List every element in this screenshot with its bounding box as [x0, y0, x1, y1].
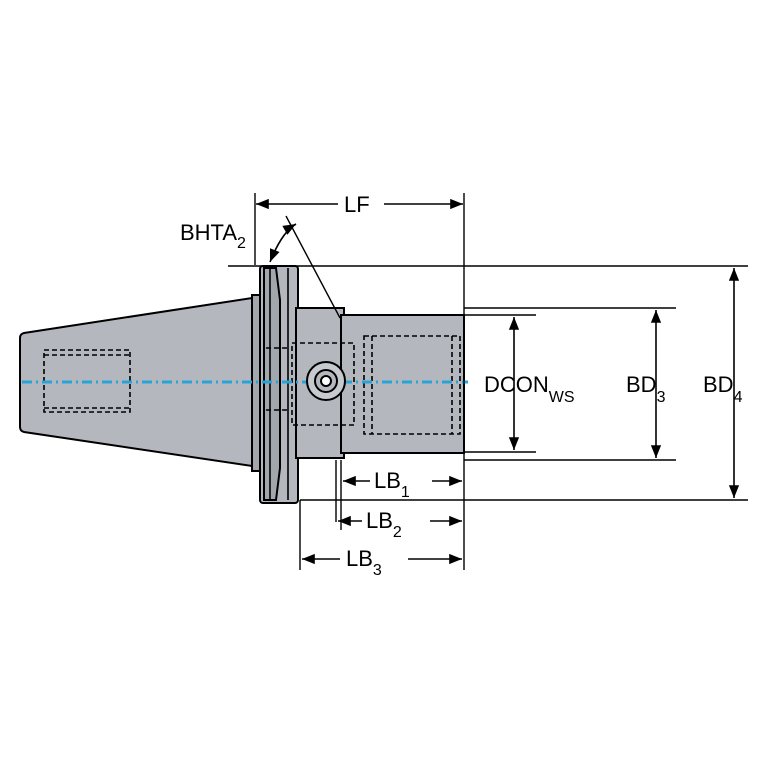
bd3-label: BD3 — [626, 372, 666, 406]
set-screw-port — [306, 361, 346, 401]
lb2-label: LB2 — [366, 508, 402, 541]
bhta-label: BHTA2 — [180, 220, 246, 252]
dcon-label: DCONWS — [484, 372, 575, 406]
extension-lines — [228, 193, 748, 570]
bhta-angle-arc — [269, 223, 297, 263]
tool-holder-body — [19, 265, 465, 504]
dimension-labels: LF BHTA2 DCONWS BD3 BD4 LB1 LB2 LB3 — [180, 192, 743, 579]
lb1-label: LB1 — [374, 468, 410, 501]
dimension-lines — [255, 198, 740, 565]
lf-label: LF — [344, 192, 370, 217]
flange — [251, 265, 299, 504]
lb3-label: LB3 — [346, 546, 382, 579]
bd4-label: BD4 — [703, 372, 743, 406]
